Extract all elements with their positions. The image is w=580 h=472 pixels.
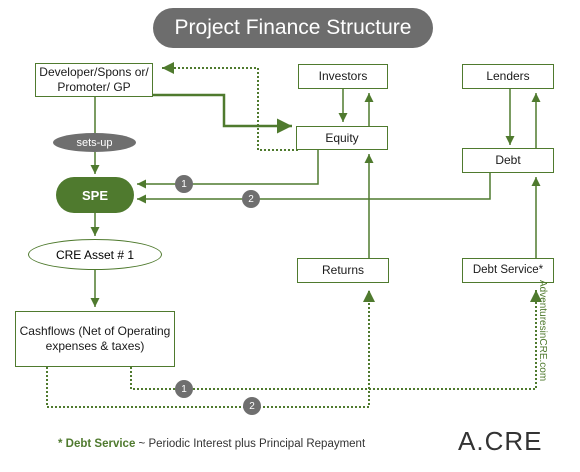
spe-node: SPE: [56, 177, 134, 213]
investors-box: Investors: [298, 64, 388, 89]
debt-service-box: Debt Service*: [462, 258, 554, 283]
step-marker: 1: [175, 175, 193, 193]
website-vertical-text: AdventuresinCRE.com: [537, 280, 548, 382]
equity-box: Equity: [296, 126, 388, 150]
equity-label: Equity: [325, 130, 359, 145]
acre-logo: A.CRE: [458, 426, 543, 456]
sets-up-oval: sets-up: [53, 133, 136, 152]
returns-box: Returns: [297, 258, 389, 283]
cre-asset-label: CRE Asset # 1: [55, 247, 135, 262]
debt-box: Debt: [462, 148, 554, 173]
cashflows-label: Cashflows (Net of Operating expenses & t…: [19, 324, 171, 353]
developer-to-equity-arrow: [153, 93, 292, 134]
returns-label: Returns: [321, 263, 365, 277]
lenders-box: Lenders: [462, 64, 554, 89]
footnote: * Debt Service ~ Periodic Interest plus …: [58, 438, 365, 450]
cre-asset-oval: CRE Asset # 1: [28, 239, 162, 270]
footnote-term: * Debt Service: [58, 438, 136, 450]
spe-label: SPE: [81, 187, 108, 203]
investors-label: Investors: [318, 69, 368, 83]
sets-up-label: sets-up: [76, 136, 113, 149]
step-marker: 2: [243, 397, 261, 415]
step-marker: 1: [175, 380, 193, 398]
equity-to-spe-arrow: [137, 150, 319, 189]
debt-service-label: Debt Service*: [472, 264, 544, 277]
diagram-title: Project Finance Structure: [153, 8, 433, 48]
cashflows-box: Cashflows (Net of Operating expenses & t…: [15, 311, 175, 367]
debt-label: Debt: [495, 153, 521, 167]
step-marker: 2: [242, 190, 260, 208]
cashflows-to-debtservice-dotted: [130, 290, 542, 390]
developer-label: Developer/Spons or/ Promoter/ GP: [39, 65, 149, 94]
developer-box: Developer/Spons or/ Promoter/ GP: [35, 63, 153, 97]
equity-to-developer-dotted: [162, 62, 298, 151]
footnote-definition: ~ Periodic Interest plus Principal Repay…: [135, 438, 366, 450]
lenders-label: Lenders: [486, 69, 530, 83]
cashflows-to-returns-dotted: [46, 290, 375, 408]
